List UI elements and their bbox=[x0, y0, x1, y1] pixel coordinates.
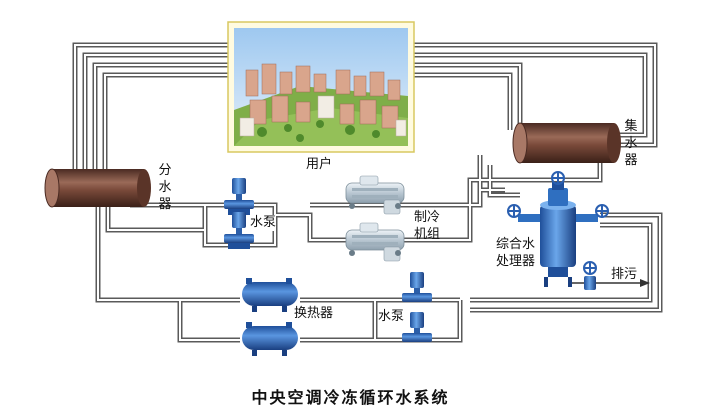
top-pump-lower bbox=[224, 212, 254, 249]
chiller-unit-upper bbox=[345, 175, 405, 215]
valve-icon bbox=[551, 171, 565, 185]
water-treatment-unit bbox=[518, 182, 598, 287]
drain-label: 排污 bbox=[611, 267, 638, 282]
diagram-caption: 中央空调冷冻循环水系统 bbox=[251, 388, 450, 407]
heat-exchanger-label: 换热器 bbox=[294, 306, 334, 322]
chiller-label: 制冷 机组 bbox=[414, 210, 441, 242]
chiller-unit-lower bbox=[345, 222, 405, 262]
heat-exchanger-upper bbox=[242, 278, 298, 312]
valve-icon bbox=[507, 204, 521, 218]
valve-icon bbox=[583, 261, 597, 275]
top-pump-label: 水泵 bbox=[250, 215, 277, 231]
bottom-pump-lower bbox=[402, 312, 432, 342]
heat-exchanger-lower bbox=[242, 322, 298, 356]
valve-icon bbox=[595, 204, 609, 218]
pipe-network bbox=[72, 42, 663, 343]
drain-valve bbox=[584, 276, 596, 290]
bottom-pump-label: 水泵 bbox=[378, 309, 405, 325]
water-treatment-label: 综合水 处理器 bbox=[496, 237, 536, 269]
collector-label: 集水器 bbox=[624, 119, 638, 168]
user-label: 用户 bbox=[306, 157, 333, 172]
distributor-header bbox=[44, 168, 151, 208]
top-pump-upper bbox=[224, 178, 254, 215]
distributor-label: 分水器 bbox=[158, 163, 172, 212]
bottom-pump-upper bbox=[402, 272, 432, 302]
drain-arrow-icon bbox=[640, 279, 650, 287]
user-building-image bbox=[227, 21, 415, 153]
collector-header bbox=[512, 122, 621, 164]
